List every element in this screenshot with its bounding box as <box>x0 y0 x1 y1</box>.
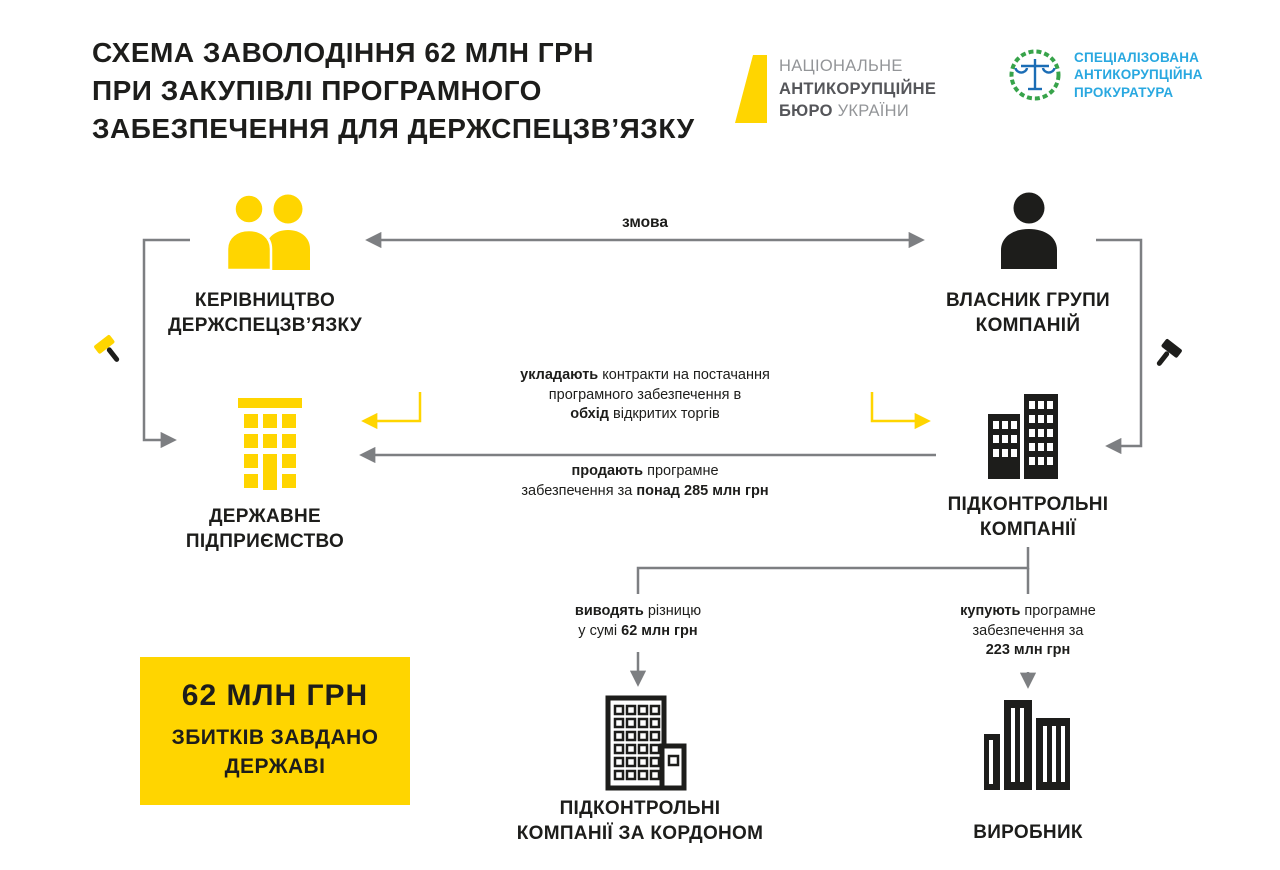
loss-amount-box: 62 МЛН ГРН ЗБИТКІВ ЗАВДАНО ДЕРЖАВІ <box>140 657 410 805</box>
sap-emblem-icon <box>1009 49 1061 101</box>
gavel-icon-right <box>1156 339 1182 366</box>
nabu-line-1: НАЦІОНАЛЬНЕ <box>779 57 903 75</box>
foreign-companies-label-line-2: КОМПАНІЇ ЗА КОРДОНОМ <box>516 823 764 844</box>
leadership-label-line-1: КЕРІВНИЦТВО <box>194 290 336 311</box>
contract-left-arrow <box>361 392 422 430</box>
withdraw-text-rest-1: різницю <box>643 603 702 619</box>
sell-text-rest-2: забезпечення за <box>521 482 637 499</box>
contract-text-line-1: укладають контракти на постачання <box>495 366 795 386</box>
owner-person-icon <box>1001 192 1057 269</box>
producer-label: ВИРОБНИК <box>913 820 1143 845</box>
owner-to-controlled-line <box>1096 238 1143 455</box>
nabu-mark-icon <box>735 55 767 123</box>
nabu-logo: НАЦІОНАЛЬНЕ АНТИКОРУПЦІЙНЕ БЮРО УКРАЇНИ <box>735 55 936 123</box>
sap-line-2: АНТИКОРУПЦІЙНА <box>1074 67 1203 83</box>
owner-label: ВЛАСНИК ГРУПИ КОМПАНІЙ <box>903 288 1153 338</box>
withdraw-text-line-2: у сумі 62 млн грн <box>538 622 738 642</box>
contract-text-rest-1: контракти на постачання <box>598 367 770 383</box>
state-enterprise-building-icon <box>238 398 302 490</box>
foreign-companies-label: ПІДКОНТРОЛЬНІ КОМПАНІЇ ЗА КОРДОНОМ <box>498 796 782 846</box>
buy-text-line-2: забезпечення за <box>928 622 1128 642</box>
foreign-companies-label-line-1: ПІДКОНТРОЛЬНІ <box>559 798 721 819</box>
state-enterprise-label: ДЕРЖАВНЕ ПІДПРИЄМСТВО <box>150 504 380 554</box>
contract-text-line-2: програмного забезпечення в <box>495 386 795 406</box>
contract-right-arrow <box>870 392 931 430</box>
sap-logo-text: СПЕЦІАЛІЗОВАНА АНТИКОРУПЦІЙНА ПРОКУРАТУР… <box>1074 49 1203 102</box>
sap-logo: СПЕЦІАЛІЗОВАНА АНТИКОРУПЦІЙНА ПРОКУРАТУР… <box>1008 48 1203 102</box>
withdraw-text-bold-1: виводять <box>574 603 644 619</box>
split-line <box>636 547 1030 594</box>
withdraw-text-line-1: виводять різницю <box>538 602 738 622</box>
leadership-label-line-2: ДЕРЖСПЕЦЗВ’ЯЗКУ <box>167 315 363 336</box>
nabu-line-3-light: УКРАЇНИ <box>837 102 910 120</box>
withdraw-edge-text: виводять різницю у сумі 62 млн грн <box>538 602 738 641</box>
loss-caption-line-1: ЗБИТКІВ ЗАВДАНО <box>171 726 379 749</box>
producer-label-line-1: ВИРОБНИК <box>973 822 1083 843</box>
buy-text-rest-1: програмне <box>1020 603 1096 619</box>
title-line-1: СХЕМА ЗАВОЛОДІННЯ 62 МЛН ГРН <box>92 37 594 68</box>
controlled-companies-label: ПІДКОНТРОЛЬНІ КОМПАНІЇ <box>913 492 1143 542</box>
foreign-companies-building-icon <box>605 695 687 791</box>
buy-text-line-1: купують програмне <box>928 602 1128 622</box>
buy-text-bold-1: купують <box>960 603 1021 619</box>
producer-buildings-icon <box>984 700 1070 790</box>
contract-text-rest-3: відкритих торгів <box>608 406 720 422</box>
contract-text-line-3: обхід відкритих торгів <box>495 405 795 425</box>
buy-edge-text: купують програмне забезпечення за 223 мл… <box>928 602 1128 661</box>
nabu-line-2: АНТИКОРУПЦІЙНЕ <box>779 79 937 98</box>
buy-text-rest-2: забезпечення за <box>972 622 1084 639</box>
loss-amount: 62 МЛН ГРН <box>181 679 369 712</box>
owner-label-line-2: КОМПАНІЙ <box>975 315 1081 336</box>
sell-text-rest-1: програмне <box>643 463 719 479</box>
controlled-companies-label-line-2: КОМПАНІЇ <box>979 519 1077 540</box>
withdraw-text-rest-2: у сумі <box>578 622 622 639</box>
sell-text-line-1: продають програмне <box>495 462 795 482</box>
buy-text-line-3: 223 млн грн <box>928 641 1128 661</box>
sell-text-bold-2: понад 285 млн грн <box>636 482 769 499</box>
page-title: СХЕМА ЗАВОЛОДІННЯ 62 МЛН ГРН ПРИ ЗАКУПІВ… <box>92 34 695 148</box>
gavel-icon-left <box>94 335 120 362</box>
loss-caption-line-2: ДЕРЖАВІ <box>224 755 326 778</box>
state-enterprise-label-line-2: ПІДПРИЄМСТВО <box>185 531 345 552</box>
sap-line-3: ПРОКУРАТУРА <box>1074 84 1174 100</box>
title-line-2: ПРИ ЗАКУПІВЛІ ПРОГРАМНОГО <box>92 75 542 106</box>
withdraw-text-bold-2: 62 млн грн <box>621 622 698 639</box>
sell-text-line-2: забезпечення за понад 285 млн грн <box>495 482 795 502</box>
contract-text-bold-1: укладають <box>520 367 599 383</box>
leadership-label: КЕРІВНИЦТВО ДЕРЖСПЕЦЗВ’ЯЗКУ <box>140 288 390 338</box>
conspiracy-label: змова <box>622 214 668 231</box>
state-enterprise-label-line-1: ДЕРЖАВНЕ <box>208 506 322 527</box>
controlled-companies-buildings-icon <box>988 394 1058 479</box>
nabu-line-3: БЮРО УКРАЇНИ <box>779 100 936 123</box>
nabu-logo-text: НАЦІОНАЛЬНЕ АНТИКОРУПЦІЙНЕ БЮРО УКРАЇНИ <box>779 55 936 123</box>
owner-label-line-1: ВЛАСНИК ГРУПИ <box>945 290 1111 311</box>
sell-text-bold-1: продають <box>571 463 644 479</box>
contract-text-bold-3: обхід <box>570 406 609 422</box>
title-line-3: ЗАБЕЗПЕЧЕННЯ ДЛЯ ДЕРЖСПЕЦЗВ’ЯЗКУ <box>92 113 695 144</box>
contract-text-rest-2: програмного забезпечення в <box>548 386 742 403</box>
controlled-companies-label-line-1: ПІДКОНТРОЛЬНІ <box>947 494 1109 515</box>
leadership-to-state-line <box>142 238 190 449</box>
sap-line-1: СПЕЦІАЛІЗОВАНА <box>1074 49 1200 65</box>
sell-edge-text: продають програмне забезпечення за понад… <box>495 462 795 501</box>
buy-text-bold-3: 223 млн грн <box>985 642 1071 658</box>
contract-edge-text: укладають контракти на постачання програ… <box>495 366 795 425</box>
nabu-line-3-bold: БЮРО <box>779 102 833 120</box>
leadership-persons-icon <box>225 194 310 270</box>
